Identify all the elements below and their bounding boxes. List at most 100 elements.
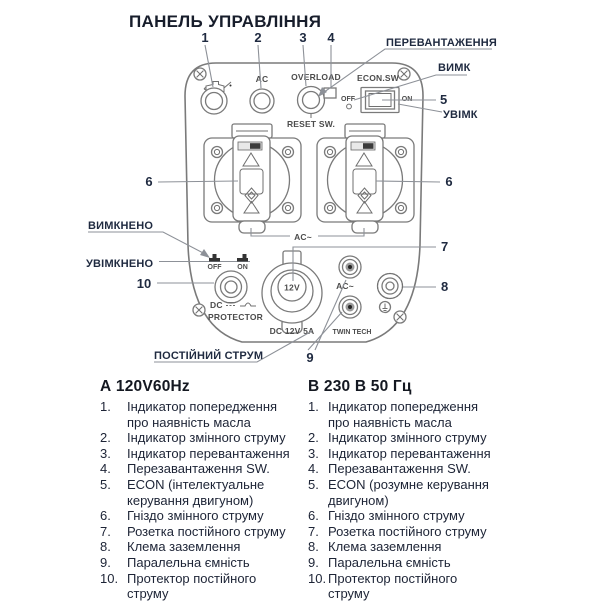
callout-switched-off-label: ВИМКНЕНО <box>88 220 153 232</box>
item-text: Індикатор перевантаження <box>127 445 290 461</box>
leader-lines <box>88 44 492 363</box>
item-number: 6. <box>100 508 111 524</box>
item-text: Перезавантаження SW. <box>127 461 270 477</box>
item-number: 10. <box>100 570 119 586</box>
item-number: 1. <box>308 399 319 414</box>
callout-6-left: 6 <box>145 174 152 189</box>
item-number: 2. <box>308 430 319 446</box>
panel-label-twin-tech: TWIN TECH <box>333 329 372 336</box>
item-text: Індикатор змінного струму <box>328 430 487 446</box>
item-text: Перезавантаження SW. <box>328 461 471 477</box>
dc-12v-socket: 12V <box>261 250 323 334</box>
toggle-on-label: ON <box>237 264 248 271</box>
list-item: 2. Індикатор змінного струму <box>100 430 306 446</box>
parallel-jack-top <box>338 255 362 279</box>
item-text: Гніздо змінного струму <box>127 508 264 524</box>
panel-label-dc-rating: DC 12V 5A <box>270 326 315 336</box>
item-number: 3. <box>308 445 319 461</box>
item-number: 9. <box>100 554 111 570</box>
item-text: Клема заземлення <box>127 539 241 555</box>
page-title: ПАНЕЛЬ УПРАВЛІННЯ <box>129 12 322 31</box>
ground-terminal <box>376 272 404 300</box>
callout-dc-current-label: ПОСТІЙНИЙ СТРУМ <box>154 349 263 362</box>
dc-protector-label: DC PROTECTOR <box>208 300 263 322</box>
list-item: 3. Індикатор перевантаження <box>308 446 514 462</box>
screw-top-right <box>397 67 411 81</box>
item-text: Індикатор перевантаження <box>328 445 491 461</box>
off-toggle-glyph <box>209 254 220 262</box>
item-text: Індикатор змінного струму <box>127 430 286 446</box>
item-number: 1. <box>100 399 111 414</box>
list-item: 8. Клема заземлення <box>308 539 514 555</box>
item-text: Клема заземлення <box>328 539 442 555</box>
item-number: 5. <box>308 476 319 492</box>
parallel-jack-bottom <box>338 295 362 319</box>
item-number: 6. <box>308 508 319 524</box>
item-text: Розетка постійного струму <box>328 523 487 539</box>
screw-bottom-right <box>393 310 407 324</box>
oil-warning-indicator <box>200 87 228 115</box>
item-number: 2. <box>100 430 111 446</box>
callout-4: 4 <box>327 30 335 45</box>
oil-can-icon <box>203 81 232 92</box>
callout-7: 7 <box>441 239 448 254</box>
control-panel-diagram: AC OVERLOAD RESET SW. ECON.SW OFF ON A <box>86 30 497 365</box>
list-item: 9. Паралельна ємність <box>100 555 306 571</box>
panel-label-off: OFF <box>341 96 356 103</box>
callout-9: 9 <box>306 350 313 365</box>
panel-label-12v: 12V <box>284 283 300 293</box>
item-text: Паралельна ємність <box>127 554 250 570</box>
ac-socket-left <box>203 123 302 234</box>
list-item: 4. Перезавантаження SW. <box>100 461 306 477</box>
item-number: 4. <box>100 461 111 477</box>
econ-off-indicator <box>346 103 352 110</box>
overload-reset-button <box>296 85 326 115</box>
callout-on-label: УВІМК <box>443 109 478 121</box>
callout-3: 3 <box>299 30 306 45</box>
panel-label-overload: OVERLOAD <box>291 72 341 82</box>
list-item: 2. Індикатор змінного струму <box>308 430 514 446</box>
panel-label-dc: DC <box>210 300 223 310</box>
callout-overload-label: ПЕРЕВАНТАЖЕННЯ <box>386 37 497 49</box>
item-number: 8. <box>308 539 319 555</box>
callout-1: 1 <box>201 30 208 45</box>
list-b-header: В 230 В 50 Гц <box>308 378 412 395</box>
ground-mark <box>378 300 392 314</box>
panel-label-ac: AC <box>256 74 269 84</box>
list-item: 6. Гніздо змінного струму <box>100 508 306 524</box>
list-item: 3. Індикатор перевантаження <box>100 446 306 462</box>
on-toggle-glyph <box>237 254 248 262</box>
screw-top-left <box>193 67 207 81</box>
item-text: Розетка постійного струму <box>127 523 286 539</box>
panel-label-protector: PROTECTOR <box>208 312 263 322</box>
item-number: 9. <box>308 554 319 570</box>
list-item: 7. Розетка постійного струму <box>100 524 306 540</box>
callout-6-right: 6 <box>445 174 452 189</box>
item-number: 7. <box>308 523 319 539</box>
panel-label-ac-outlets: AC~ <box>294 232 312 242</box>
panel-label-econ-sw: ECON.SW <box>357 73 400 83</box>
item-number: 4. <box>308 461 319 477</box>
item-number: 5. <box>100 476 111 492</box>
panel-label-reset-sw: RESET SW. <box>287 119 335 129</box>
item-text: Паралельна ємність <box>328 554 451 570</box>
overload-indicator-box <box>323 87 337 99</box>
item-number: 3. <box>100 445 111 461</box>
callout-10: 10 <box>137 276 151 291</box>
list-item: 7. Розетка постійного струму <box>308 524 514 540</box>
screw-bottom-left <box>192 303 206 317</box>
item-number: 7. <box>100 523 111 539</box>
callout-5: 5 <box>440 92 447 107</box>
